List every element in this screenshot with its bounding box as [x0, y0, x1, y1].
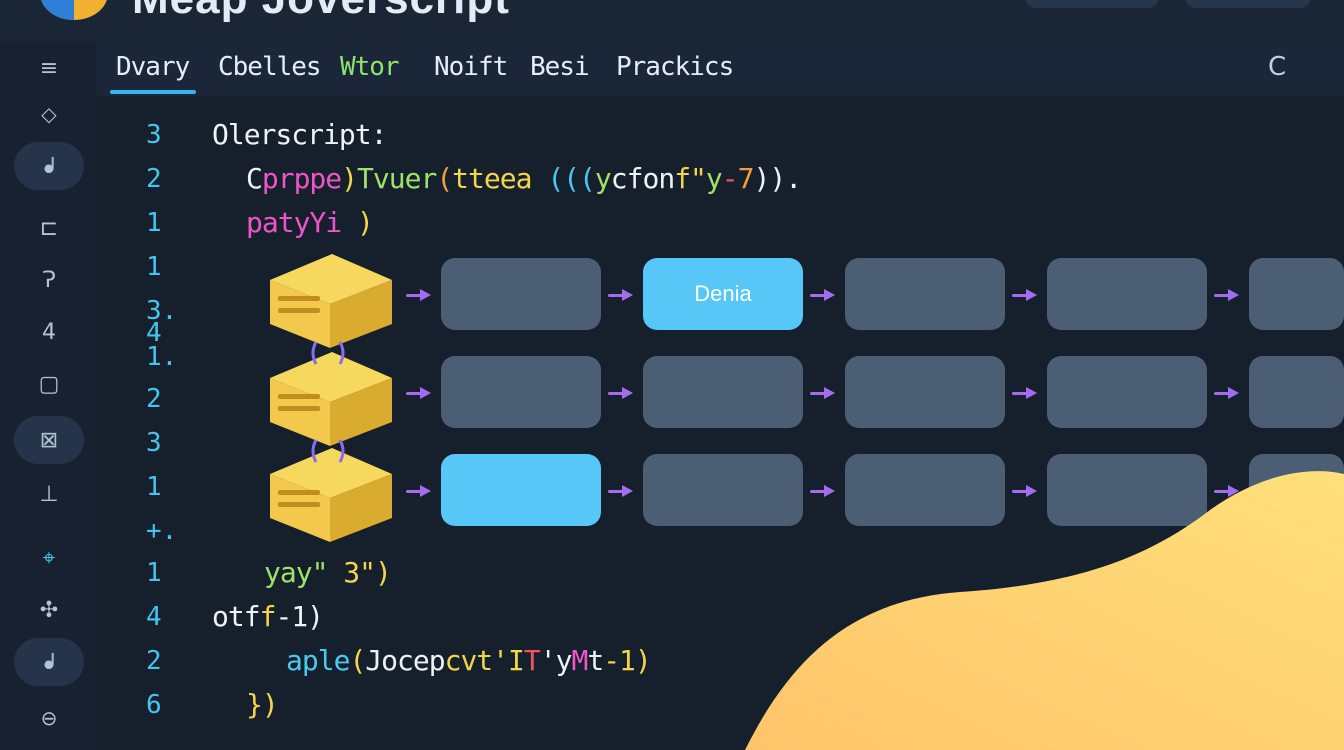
arrow-icon: [1214, 288, 1240, 302]
line-number: 2: [146, 164, 162, 194]
flow-block[interactable]: [1047, 356, 1207, 428]
cube-icon: [270, 254, 392, 348]
flow-block[interactable]: [845, 356, 1005, 428]
flow-block-label: Denia: [694, 281, 752, 306]
titlebar-button[interactable]: [1024, 0, 1160, 8]
tab-noift[interactable]: Noift: [434, 52, 508, 82]
arrow-icon: [810, 386, 836, 400]
tab-besi[interactable]: Besi: [530, 52, 590, 82]
arrow-icon: [406, 386, 432, 400]
tab-dvary[interactable]: Dvary: [116, 52, 190, 82]
line-number: 3: [146, 428, 162, 458]
number-four-icon[interactable]: 4: [42, 319, 56, 345]
arrow-icon: [810, 484, 836, 498]
square-icon[interactable]: ▢: [38, 371, 60, 397]
diamond-icon[interactable]: ◇: [41, 102, 57, 126]
layers-icon[interactable]: ᖱ: [14, 638, 84, 686]
tab-bar: Dvary Cbelles Wtor Noift Besi Prackics C: [96, 42, 1344, 96]
line-number: 6: [146, 690, 162, 720]
link-icon: [311, 341, 345, 365]
move-icon[interactable]: ✣: [39, 597, 59, 623]
code-line-5: otff-1): [212, 600, 324, 633]
line-number: 4: [146, 318, 162, 348]
line-number: 2: [146, 384, 162, 414]
menu-icon[interactable]: ≡: [39, 55, 59, 81]
flow-block[interactable]: [1249, 356, 1344, 428]
line-number: 2: [146, 646, 162, 676]
arrow-icon: [1012, 288, 1038, 302]
flow-block[interactable]: [1249, 454, 1344, 526]
flow-block[interactable]: [441, 356, 601, 428]
flow-block[interactable]: [441, 258, 601, 330]
arrow-icon: [406, 484, 432, 498]
explorer-icon[interactable]: ᖱ: [14, 142, 84, 190]
cube-icon: [270, 448, 392, 542]
tab-prackics[interactable]: Prackics: [616, 52, 734, 82]
arrow-icon: [608, 484, 634, 498]
arrow-icon: [810, 288, 836, 302]
flow-block[interactable]: [643, 454, 803, 526]
tab-cbelles[interactable]: Cbelles: [218, 52, 322, 82]
line-number: 3.: [146, 296, 178, 326]
window-title: Meap Joverscript: [132, 0, 510, 24]
activity-bar: ≡ ◇ ᖱ ⊏ Ɂ 4 ▢ ⊠ ⊥ ⌖ ✣ ᖱ ⊖: [0, 42, 96, 750]
arrow-icon: [1012, 386, 1038, 400]
target-icon[interactable]: ⌖: [42, 545, 56, 571]
arrow-icon: [608, 288, 634, 302]
cube-icon: [270, 352, 392, 446]
line-number: 3: [146, 120, 162, 150]
flow-block[interactable]: [845, 454, 1005, 526]
arrow-icon: [608, 386, 634, 400]
code-line-3: patyYi ): [246, 206, 374, 239]
flow-block-highlighted[interactable]: Denia: [643, 258, 803, 330]
flow-block[interactable]: [845, 258, 1005, 330]
titlebar-button[interactable]: [1184, 0, 1312, 8]
active-tab-indicator: [110, 90, 196, 94]
line-number: 4: [146, 602, 162, 632]
settings-icon[interactable]: ⊖: [40, 706, 58, 730]
tab-wtor[interactable]: Wtor: [340, 52, 400, 82]
line-number: 1: [146, 208, 162, 238]
flow-block-highlighted[interactable]: [441, 454, 601, 526]
link-icon: [311, 439, 345, 463]
title-bar: Meap Joverscript: [0, 0, 1344, 42]
arrow-icon: [1012, 484, 1038, 498]
app-logo-icon: [40, 0, 108, 20]
bracket-icon[interactable]: ⊏: [39, 215, 59, 241]
flow-block[interactable]: [643, 356, 803, 428]
line-number: 1: [146, 558, 162, 588]
refresh-icon[interactable]: C: [1268, 52, 1287, 82]
code-line-1: Olerscript:: [212, 118, 387, 151]
arrow-icon: [1214, 386, 1240, 400]
help-icon[interactable]: Ɂ: [42, 267, 56, 293]
line-number: +.: [146, 516, 178, 546]
code-line-7: }): [246, 688, 279, 721]
code-line-4: yay" 3"): [264, 556, 392, 589]
arrow-icon: [406, 288, 432, 302]
flow-block[interactable]: [1249, 258, 1344, 330]
code-line-6: aple(Jocepcvt'IT'yMt-1): [286, 644, 652, 677]
code-line-2: Cprppe)Tvuer(tteea (((ycfonf"y-7)).: [246, 162, 802, 195]
code-editor[interactable]: 3 2 1 1 3. 4 1. 2 3 1 +. 1 4 2 6 Olerscr…: [96, 96, 1344, 750]
arrow-icon: [1214, 484, 1240, 498]
flow-block[interactable]: [1047, 258, 1207, 330]
extensions-icon[interactable]: ⊠: [14, 416, 84, 464]
line-number: 1: [146, 472, 162, 502]
debug-icon[interactable]: ⊥: [39, 481, 59, 507]
line-number: 1: [146, 252, 162, 282]
flow-block[interactable]: [1047, 454, 1207, 526]
line-number: 1.: [146, 342, 178, 372]
